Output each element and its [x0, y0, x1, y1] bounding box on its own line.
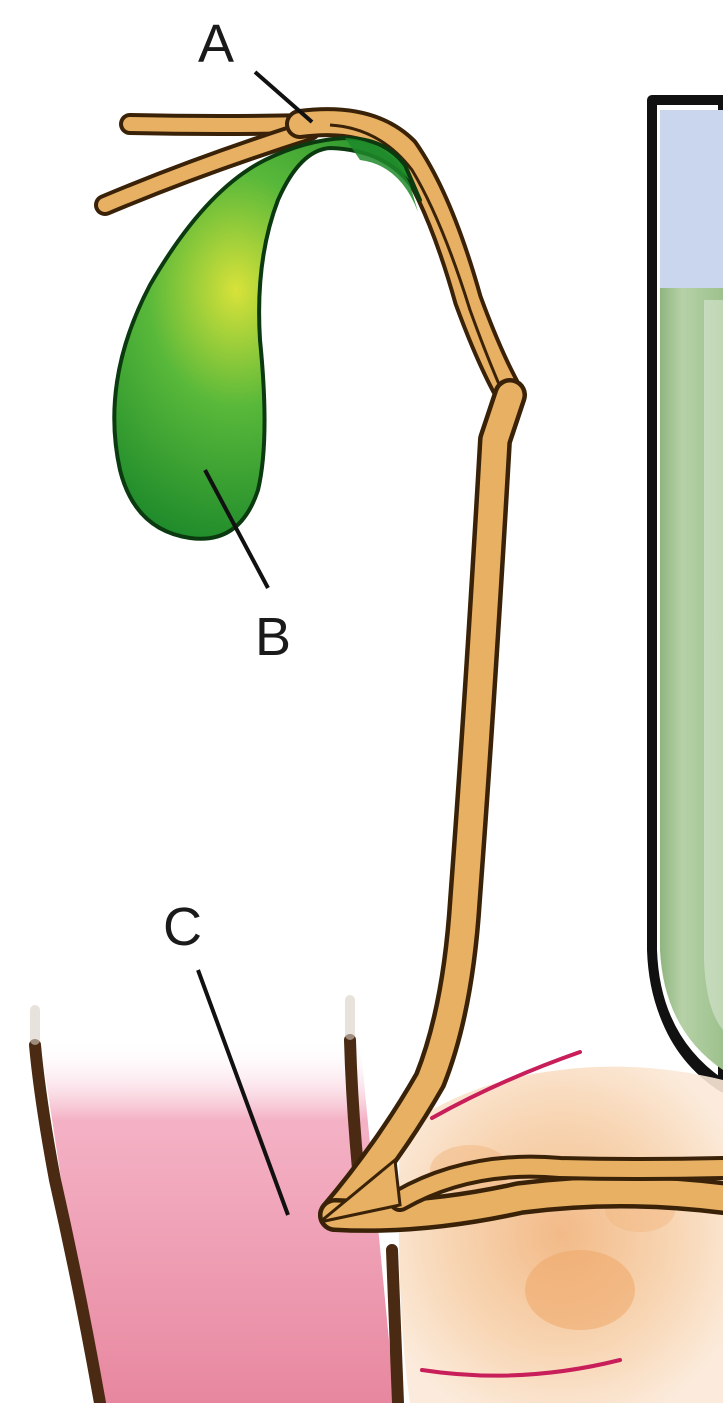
test-tube-liquid-inner: [704, 300, 723, 1030]
label-a-text: A: [198, 14, 234, 74]
pancreas-spot: [525, 1250, 635, 1330]
pancreas-region: [399, 1067, 723, 1403]
label-b-text: B: [255, 607, 291, 667]
gallbladder: [114, 138, 420, 539]
label-c-text: C: [163, 897, 202, 957]
gallbladder-body: [114, 138, 420, 539]
test-tube-air: [660, 110, 723, 288]
label-a: A: [198, 14, 312, 122]
test-tube: [652, 100, 723, 1088]
